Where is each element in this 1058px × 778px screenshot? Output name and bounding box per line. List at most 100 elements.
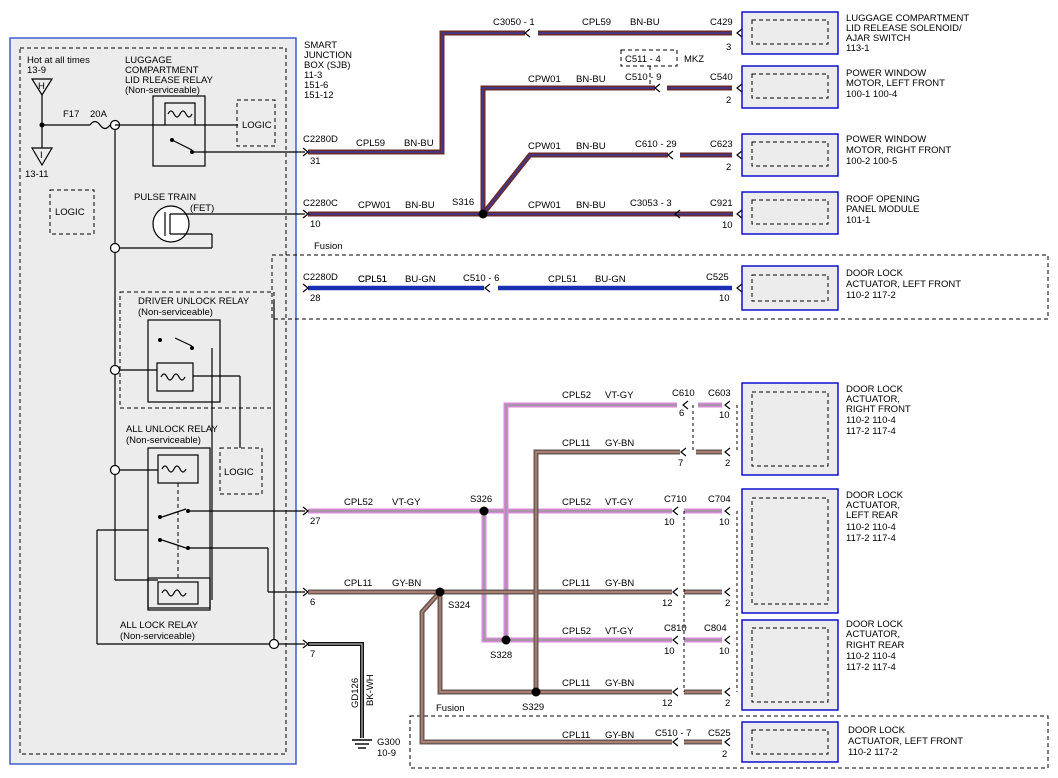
fuse-i-circuit: 13-11 bbox=[25, 169, 49, 180]
splice-s316-dot bbox=[478, 209, 488, 219]
wire5-circuit: CPL51 bbox=[358, 274, 387, 285]
wire5-pin: 10 bbox=[719, 293, 730, 304]
svg-text:117-2 117-4: 117-2 117-4 bbox=[846, 662, 896, 673]
svg-text:101-1: 101-1 bbox=[846, 215, 870, 226]
svg-text:MOTOR, LEFT FRONT: MOTOR, LEFT FRONT bbox=[846, 78, 945, 89]
wire3-circuit: CPW01 bbox=[528, 141, 561, 152]
wire4-color: BN-BU bbox=[576, 200, 606, 211]
svg-text:ROOF OPENING: ROOF OPENING bbox=[846, 194, 920, 205]
wire-cpl59 bbox=[308, 30, 732, 155]
svg-text:PANEL MODULE: PANEL MODULE bbox=[846, 204, 919, 215]
fuse-i-letter: I bbox=[40, 150, 43, 161]
rr-bot-pin-b: 2 bbox=[725, 698, 730, 709]
svg-text:110-2 117-2: 110-2 117-2 bbox=[848, 747, 898, 758]
conn-c2280d-top: C2280D bbox=[303, 134, 338, 145]
rr-bot-pin-a: 12 bbox=[662, 698, 673, 709]
fuse-name: F17 bbox=[63, 109, 79, 120]
svg-text:DOOR LOCK: DOOR LOCK bbox=[846, 268, 904, 279]
driver-unlock-note: (Non-serviceable) bbox=[138, 307, 213, 318]
pin-10: 10 bbox=[310, 219, 321, 230]
pin-31: 31 bbox=[310, 156, 321, 167]
all-unlock-logic-box bbox=[219, 447, 263, 495]
sjb-title-2: JUNCTION bbox=[304, 50, 352, 61]
luggage-logic-label: LOGIC bbox=[242, 120, 272, 131]
rr-top-pin-a: 10 bbox=[664, 646, 675, 657]
sjb-title-4: 11-3 bbox=[304, 70, 322, 81]
all-unlock-relay-box bbox=[147, 447, 211, 609]
splice-s328: S328 bbox=[490, 650, 512, 661]
wire1-color: BN-BU bbox=[630, 17, 660, 28]
wire1-id: C3050 - 1 bbox=[493, 17, 535, 28]
sjb-title-6: 151-12 bbox=[304, 90, 334, 101]
left-cpl59-circuit: CPL59 bbox=[356, 138, 385, 149]
all-lock-relay-label: ALL LOCK RELAY bbox=[120, 620, 199, 631]
rr-bot-circuit: CPL11 bbox=[562, 678, 590, 689]
wire3-color: BN-BU bbox=[576, 141, 606, 152]
conn-c2280c: C2280C bbox=[303, 198, 338, 209]
fuse-h-symbol bbox=[30, 78, 54, 97]
left-cpl51-color: BU-GN bbox=[405, 274, 436, 285]
ground-id: G300 bbox=[377, 737, 400, 748]
rr-top-circuit: CPL52 bbox=[562, 626, 591, 637]
wire-cpl52 bbox=[308, 402, 722, 643]
svg-text:117-2 117-4: 117-2 117-4 bbox=[846, 533, 896, 544]
rf-bot-pin-b: 2 bbox=[725, 458, 730, 469]
splice-s316: S316 bbox=[452, 197, 474, 208]
rr-bot-color: GY-BN bbox=[605, 678, 634, 689]
wire1-pin: 3 bbox=[726, 42, 731, 53]
wire5-id: C510 - 6 bbox=[463, 273, 499, 284]
rf-bot-color: GY-BN bbox=[605, 438, 634, 449]
fusion-region-top bbox=[271, 254, 1049, 320]
pin-28: 28 bbox=[310, 293, 321, 304]
all-unlock-logic-label: LOGIC bbox=[224, 467, 254, 478]
wire4-end: C921 bbox=[710, 198, 733, 209]
sjb-inner-dashed bbox=[19, 47, 287, 755]
svg-text:ACTUATOR,: ACTUATOR, bbox=[846, 500, 900, 511]
component-door-lock-lr: DOOR LOCK ACTUATOR, LEFT REAR 110-2 110-… bbox=[741, 488, 904, 614]
svg-text:DOOR LOCK: DOOR LOCK bbox=[846, 384, 904, 395]
left-cpl52-circuit: CPL52 bbox=[344, 497, 373, 508]
svg-text:DOOR LOCK: DOOR LOCK bbox=[846, 619, 904, 630]
rr-top-conn-a: C810 bbox=[664, 623, 687, 634]
svg-text:110-2 117-2: 110-2 117-2 bbox=[846, 290, 896, 301]
luggage-relay-box bbox=[152, 95, 206, 167]
pulse-train-label: PULSE TRAIN bbox=[134, 192, 196, 203]
luggage-relay-line-1: LUGGAGE bbox=[125, 55, 172, 66]
pin-27: 27 bbox=[310, 516, 321, 527]
svg-text:AJAR SWITCH: AJAR SWITCH bbox=[846, 33, 911, 44]
lr-bot-color: GY-BN bbox=[605, 578, 634, 589]
component-roof-panel: ROOF OPENING PANEL MODULE 101-1 bbox=[741, 191, 920, 235]
left-cpl59-color: BN-BU bbox=[404, 138, 434, 149]
lf2-circuit: CPL11 bbox=[562, 730, 590, 741]
svg-text:100-2 100-5: 100-2 100-5 bbox=[846, 156, 897, 167]
fusion-label-top: Fusion bbox=[314, 241, 343, 252]
sjb-title-5: 151-6 bbox=[304, 80, 328, 91]
pulse-logic-box bbox=[49, 189, 95, 235]
all-lock-relay-box bbox=[147, 577, 211, 611]
svg-text:ACTUATOR, LEFT FRONT: ACTUATOR, LEFT FRONT bbox=[848, 736, 963, 747]
lr-top-conn-a: C710 bbox=[664, 494, 687, 505]
component-door-lock-lf: DOOR LOCK ACTUATOR, LEFT FRONT 110-2 117… bbox=[741, 265, 961, 311]
rr-top-pin-b: 10 bbox=[719, 646, 730, 657]
lr-top-conn-b: C704 bbox=[708, 494, 731, 505]
splice-s326: S326 bbox=[470, 494, 492, 505]
rf-top-pin-b: 10 bbox=[719, 410, 730, 421]
wire2-id: C510 - 9 bbox=[625, 72, 661, 83]
svg-text:ACTUATOR,: ACTUATOR, bbox=[846, 629, 900, 640]
svg-text:LEFT REAR: LEFT REAR bbox=[846, 510, 898, 521]
wire4-pin: 10 bbox=[722, 220, 733, 231]
rf-top-conn-a: C610 bbox=[672, 388, 695, 399]
svg-text:DOOR LOCK: DOOR LOCK bbox=[846, 490, 904, 501]
left-cpw01-circuit: CPW01 bbox=[358, 200, 391, 211]
pulse-train-symbol bbox=[152, 205, 190, 243]
svg-text:ACTUATOR,: ACTUATOR, bbox=[846, 394, 900, 405]
connector-guides bbox=[683, 405, 738, 692]
mkz-box-label: C511 - 4 bbox=[625, 54, 661, 65]
wire1-end: C429 bbox=[710, 17, 733, 28]
svg-text:LUGGAGE COMPARTMENT: LUGGAGE COMPARTMENT bbox=[846, 13, 969, 24]
left-cpl11-color: GY-BN bbox=[392, 578, 421, 589]
svg-text:110-2 110-4: 110-2 110-4 bbox=[846, 522, 896, 533]
svg-text:113-1: 113-1 bbox=[846, 43, 870, 54]
lr-bot-pin-b: 2 bbox=[725, 598, 730, 609]
wire-cpl11 bbox=[308, 449, 722, 745]
